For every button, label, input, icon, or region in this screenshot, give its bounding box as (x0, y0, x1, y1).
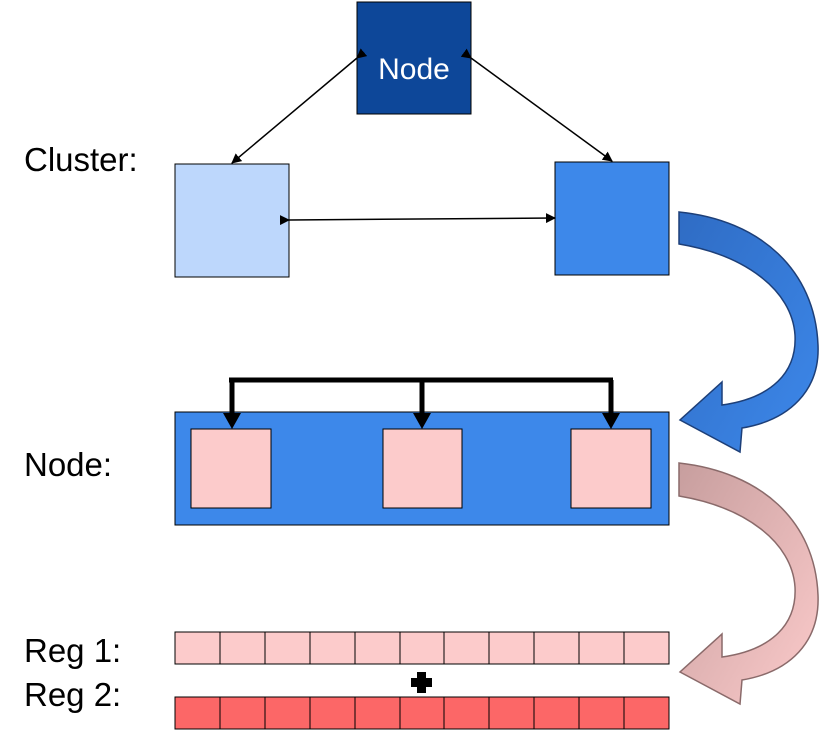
top-node-label: Node (378, 53, 450, 86)
cluster-left-node (174, 163, 290, 278)
bus-arrow-3 (602, 413, 620, 429)
register-2 (174, 696, 670, 730)
node-core-1 (190, 428, 272, 509)
reg2-label: Reg 2: (24, 676, 121, 713)
register-1 (174, 631, 670, 665)
curved-arrow-cluster-to-node (678, 211, 819, 454)
cluster-top-node (356, 1, 472, 115)
link-top-right-arrow (460, 48, 613, 162)
cluster-label: Cluster: (24, 141, 138, 178)
shared-bus (223, 377, 620, 429)
node-label: Node: (24, 446, 112, 483)
link-top-left-arrow (231, 48, 368, 164)
plus-icon (411, 672, 432, 693)
node-core-2 (382, 428, 463, 509)
link-left-right-arrow (279, 213, 556, 226)
bus-arrow-2 (413, 413, 431, 429)
curved-arrow-node-to-registers (678, 462, 819, 706)
bus-arrow-1 (223, 413, 241, 429)
node-core-3 (570, 428, 652, 509)
cluster-right-node (554, 161, 670, 276)
reg1-label: Reg 1: (24, 632, 121, 669)
